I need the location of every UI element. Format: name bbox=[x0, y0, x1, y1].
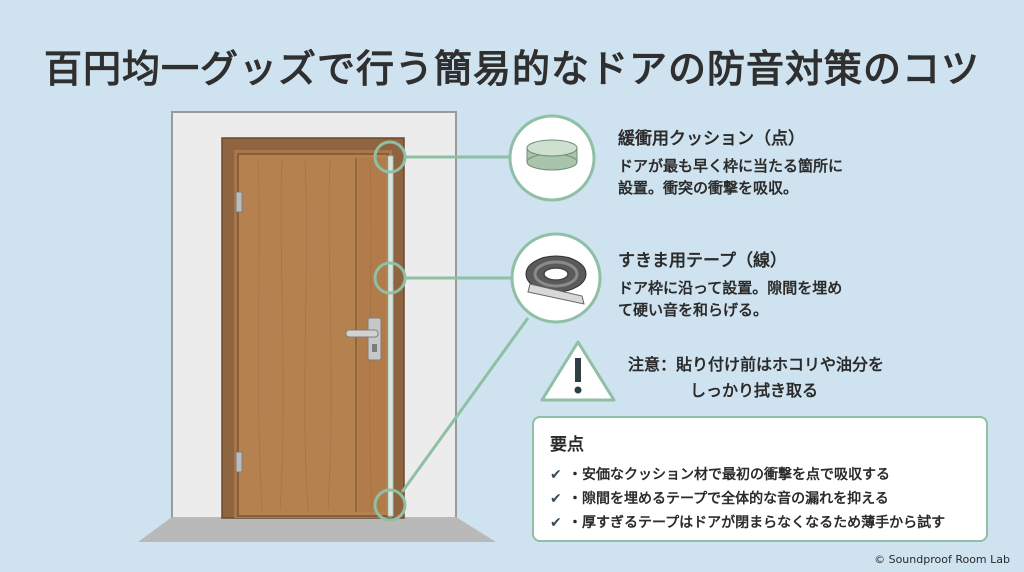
hinge-bottom bbox=[235, 451, 243, 473]
list-item: ✔・隙間を埋めるテープで全体的な音の漏れを抑える bbox=[550, 487, 970, 511]
gap-tape-strip bbox=[387, 155, 394, 517]
tape-heading: すきま用テープ（線） bbox=[618, 251, 787, 271]
cushion-desc-line1: ドアが最も早く枠に当たる箇所に bbox=[618, 157, 844, 175]
tape-callout: すきま用テープ（線） ドア枠に沿って設置。隙間を埋め て硬い音を和らげる。 bbox=[618, 246, 842, 321]
marker-bottom bbox=[373, 488, 407, 522]
tape-roll-icon bbox=[525, 255, 587, 305]
tape-desc-line1: ドア枠に沿って設置。隙間を埋め bbox=[618, 279, 843, 297]
floor bbox=[138, 517, 496, 542]
handle-plate bbox=[367, 317, 382, 361]
tape-desc-line2: て硬い音を和らげる。 bbox=[618, 301, 769, 319]
page-title: 百円均一グッズで行う簡易的なドアの防音対策のコツ bbox=[43, 47, 980, 91]
list-item: ✔・安価なクッション材で最初の衝撃を点で吸収する bbox=[550, 463, 970, 487]
cushion-callout: 緩衝用クッション（点） ドアが最も早く枠に当たる箇所に 設置。衝突の衝撃を吸収。 bbox=[618, 124, 843, 199]
door-handle bbox=[345, 329, 379, 338]
credit-text: © Soundproof Room Lab bbox=[874, 553, 1010, 566]
cushion-pad-icon bbox=[526, 139, 578, 171]
key-points-list: ✔・安価なクッション材で最初の衝撃を点で吸収する ✔・隙間を埋めるテープで全体的… bbox=[550, 463, 970, 535]
key-points-box: 要点 ✔・安価なクッション材で最初の衝撃を点で吸収する ✔・隙間を埋めるテープで… bbox=[532, 416, 988, 542]
check-icon: ✔ bbox=[550, 491, 562, 507]
marker-tape bbox=[373, 261, 407, 295]
check-icon: ✔ bbox=[550, 467, 562, 483]
hinge-top bbox=[235, 191, 243, 213]
warning-triangle-icon bbox=[540, 340, 616, 402]
cushion-heading: 緩衝用クッション（点） bbox=[618, 129, 805, 149]
caution-line1: 注意：貼り付け前はホコリや油分を bbox=[628, 355, 885, 374]
caution-line2: しっかり拭き取る bbox=[690, 381, 819, 400]
marker-cushion bbox=[373, 140, 407, 174]
key-points-heading: 要点 bbox=[550, 435, 584, 455]
cushion-desc-line2: 設置。衝突の衝撃を吸収。 bbox=[618, 179, 799, 197]
check-icon: ✔ bbox=[550, 515, 562, 531]
connector-bottom bbox=[400, 317, 530, 493]
list-item: ✔・厚すぎるテープはドアが閉まらなくなるため薄手から試す bbox=[550, 511, 970, 535]
caution-note: 注意：貼り付け前はホコリや油分を しっかり拭き取る bbox=[628, 352, 884, 404]
